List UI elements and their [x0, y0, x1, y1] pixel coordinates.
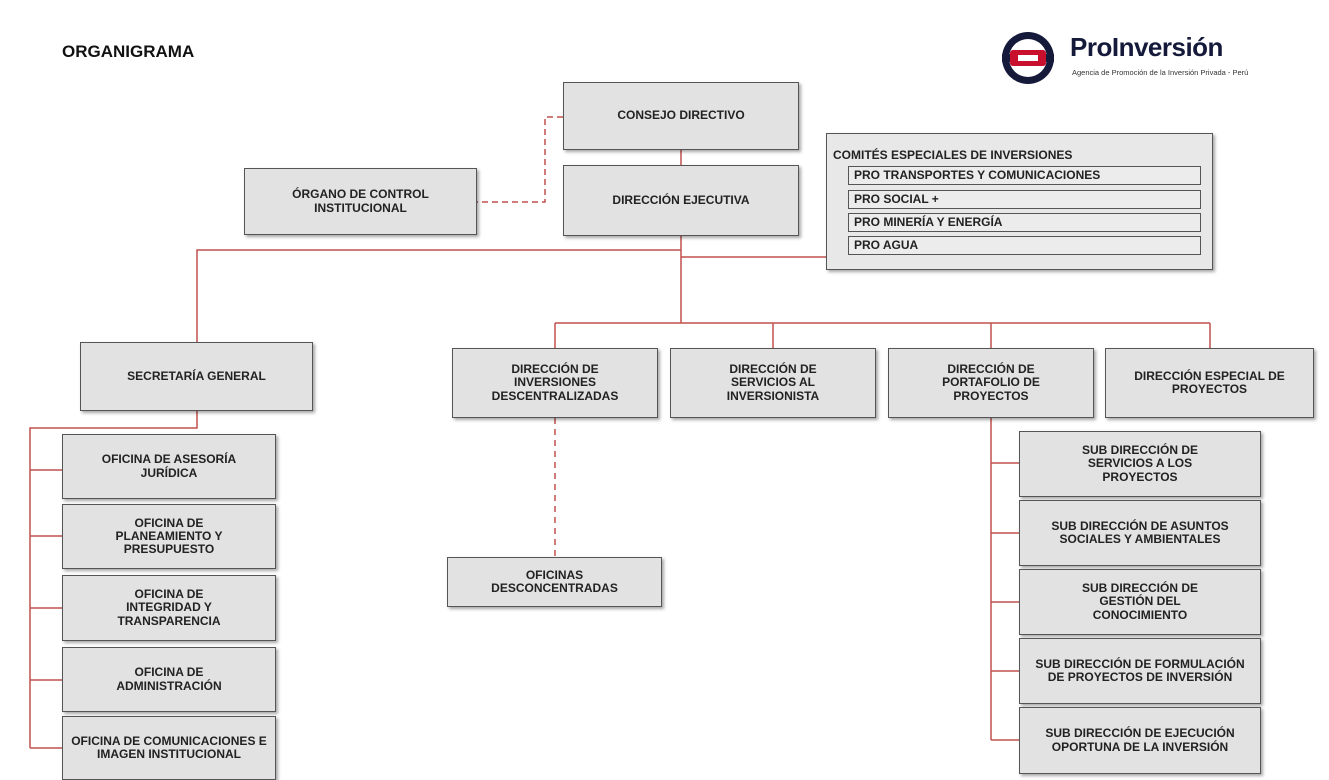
subdireccion-label: SUB DIRECCIÓN DE SERVICIOS A LOS PROYECT… [1081, 443, 1198, 484]
subdireccion-box: SUB DIRECCIÓN DE ASUNTOS SOCIALES Y AMBI… [1019, 500, 1261, 566]
direccion-especial-proyectos-label: DIRECCIÓN ESPECIAL DE PROYECTOS [1134, 368, 1285, 396]
subdireccion-label: SUB DIRECCIÓN DE EJECUCIÓN OPORTUNA DE L… [1045, 726, 1235, 754]
office-label: OFICINA DE ASESORÍA JURÍDICA [101, 452, 237, 480]
direccion-especial-proyectos-box: DIRECCIÓN ESPECIAL DE PROYECTOS [1105, 348, 1314, 418]
subdireccion-box: SUB DIRECCIÓN DE GESTIÓN DEL CONOCIMIENT… [1019, 569, 1261, 635]
consejo-directivo-box: CONSEJO DIRECTIVO [563, 82, 799, 150]
direccion-portafolio-proyectos-box: DIRECCIÓN DE PORTAFOLIO DE PROYECTOS [888, 348, 1094, 418]
direccion-ejecutiva-box: DIRECCIÓN EJECUTIVA [563, 165, 799, 236]
office-label: OFICINA DE ADMINISTRACIÓN [116, 665, 222, 693]
subdireccion-label: SUB DIRECCIÓN DE ASUNTOS SOCIALES Y AMBI… [1051, 518, 1229, 546]
consejo-directivo-label: CONSEJO DIRECTIVO [617, 108, 745, 123]
logo-name: ProInversión [1070, 32, 1223, 62]
committee-item: PRO SOCIAL + [848, 190, 1201, 209]
oficinas-desconcentradas-box: OFICINAS DESCONCENTRADAS [447, 557, 662, 607]
office-label: OFICINA DE PLANEAMIENTO Y PRESUPUESTO [115, 515, 223, 557]
comites-especiales-box: COMITÉS ESPECIALES DE INVERSIONES PRO TR… [826, 133, 1213, 270]
office-box: OFICINA DE ASESORÍA JURÍDICA [62, 434, 276, 499]
committee-item: PRO TRANSPORTES Y COMUNICACIONES [848, 166, 1201, 185]
proinversion-emblem-icon [1002, 32, 1054, 84]
subdireccion-label: SUB DIRECCIÓN DE GESTIÓN DEL CONOCIMIENT… [1081, 581, 1198, 622]
office-box: OFICINA DE INTEGRIDAD Y TRANSPARENCIA [62, 575, 276, 641]
office-box: OFICINA DE PLANEAMIENTO Y PRESUPUESTO [62, 504, 276, 569]
direccion-servicios-inversionista-label: DIRECCIÓN DE SERVICIOS AL INVERSIONISTA [726, 362, 820, 403]
office-label: OFICINA DE INTEGRIDAD Y TRANSPARENCIA [117, 587, 221, 628]
proinversion-logo: ProInversión Agencia de Promoción de la … [998, 28, 1298, 88]
subdireccion-box: SUB DIRECCIÓN DE SERVICIOS A LOS PROYECT… [1019, 431, 1261, 497]
comites-especiales-title: COMITÉS ESPECIALES DE INVERSIONES [833, 148, 1073, 162]
direccion-servicios-inversionista-box: DIRECCIÓN DE SERVICIOS AL INVERSIONISTA [670, 348, 876, 418]
direccion-ejecutiva-label: DIRECCIÓN EJECUTIVA [612, 192, 750, 207]
page-title: ORGANIGRAMA [62, 42, 195, 61]
office-box: OFICINA DE COMUNICACIONES E IMAGEN INSTI… [62, 716, 276, 780]
organo-control-box: ÓRGANO DE CONTROL INSTITUCIONAL [244, 168, 477, 235]
committee-item: PRO MINERÍA Y ENERGÍA [848, 213, 1201, 232]
subdireccion-box: SUB DIRECCIÓN DE EJECUCIÓN OPORTUNA DE L… [1019, 707, 1261, 774]
office-box: OFICINA DE ADMINISTRACIÓN [62, 647, 276, 712]
committee-item: PRO AGUA [848, 236, 1201, 255]
office-label: OFICINA DE COMUNICACIONES E IMAGEN INSTI… [71, 733, 267, 761]
direccion-inversiones-descentralizadas-box: DIRECCIÓN DE INVERSIONES DESCENTRALIZADA… [452, 348, 658, 418]
oficinas-desconcentradas-label: OFICINAS DESCONCENTRADAS [491, 567, 618, 595]
subdireccion-box: SUB DIRECCIÓN DE FORMULACIÓN DE PROYECTO… [1019, 638, 1261, 704]
secretaria-general-label: SECRETARÍA GENERAL [127, 368, 266, 383]
organo-control-label: ÓRGANO DE CONTROL INSTITUCIONAL [292, 187, 429, 215]
direccion-inversiones-descentralizadas-label: DIRECCIÓN DE INVERSIONES DESCENTRALIZADA… [491, 362, 619, 403]
secretaria-general-box: SECRETARÍA GENERAL [80, 342, 313, 411]
direccion-portafolio-proyectos-label: DIRECCIÓN DE PORTAFOLIO DE PROYECTOS [942, 362, 1040, 403]
logo-tagline: Agencia de Promoción de la Inversión Pri… [1072, 68, 1249, 77]
subdireccion-label: SUB DIRECCIÓN DE FORMULACIÓN DE PROYECTO… [1035, 656, 1245, 684]
